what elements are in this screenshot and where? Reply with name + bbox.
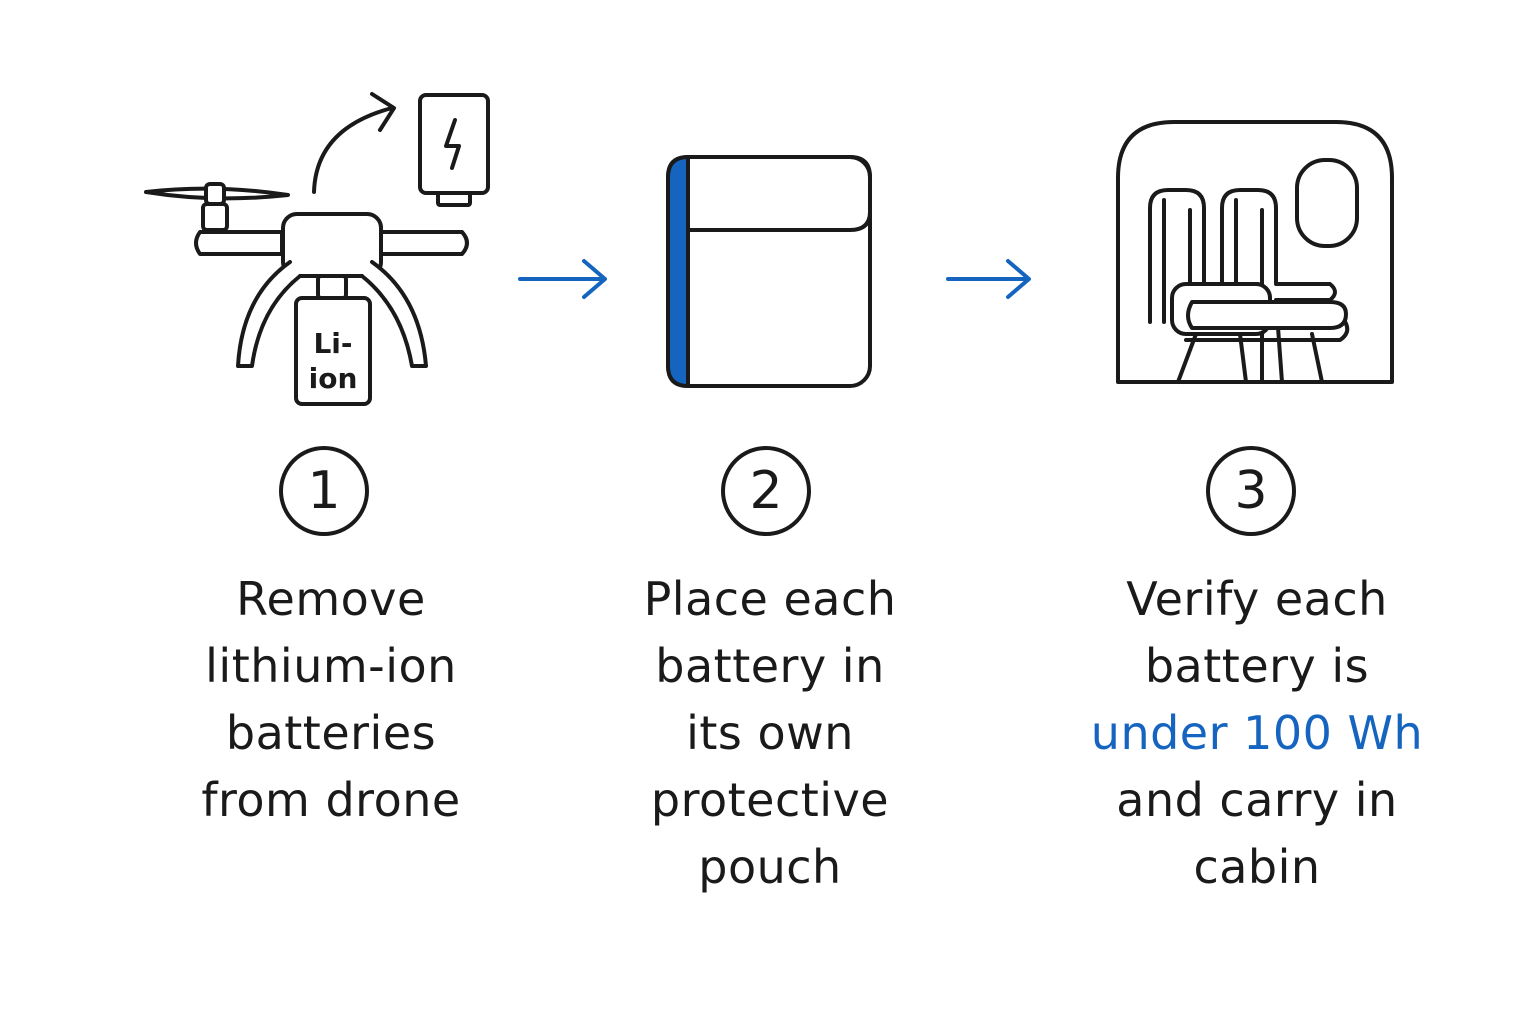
step-3-caption: Verify each battery is under 100 Wh and …: [1077, 566, 1437, 901]
arrow-right-icon: [946, 259, 1031, 299]
battery-label-bottom: ion: [309, 362, 358, 395]
step-number-1: 1: [279, 446, 369, 536]
battery-label-top: Li-: [313, 327, 352, 360]
arrow-right-icon: [518, 259, 607, 299]
caption-line: battery in: [655, 639, 885, 693]
removal-arrow-icon: [312, 92, 396, 194]
step-number-3: 3: [1206, 446, 1296, 536]
caption-line: battery is: [1144, 639, 1370, 693]
caption-line: Remove: [236, 572, 426, 626]
caption-highlight-line: under 100 Wh: [1090, 706, 1424, 760]
caption-line: Verify each: [1126, 572, 1388, 626]
caption-line: pouch: [698, 840, 842, 894]
step-1-caption: Remove lithium-ion batteries from drone: [151, 566, 511, 834]
charged-battery-icon: [418, 93, 490, 207]
caption-line: lithium-ion: [205, 639, 457, 693]
protective-pouch-icon: [666, 155, 872, 388]
caption-line: cabin: [1193, 840, 1321, 894]
caption-line: Place each: [643, 572, 897, 626]
caption-line: its own: [686, 706, 854, 760]
caption-line: and carry in: [1116, 773, 1398, 827]
step-number-2: 2: [721, 446, 811, 536]
drone-icon: [144, 182, 469, 406]
step-2-caption: Place each battery in its own protective…: [590, 566, 950, 901]
caption-line: from drone: [201, 773, 461, 827]
caption-line: protective: [650, 773, 890, 827]
caption-line: batteries: [225, 706, 437, 760]
airplane-cabin-seat-icon: [1116, 120, 1394, 384]
